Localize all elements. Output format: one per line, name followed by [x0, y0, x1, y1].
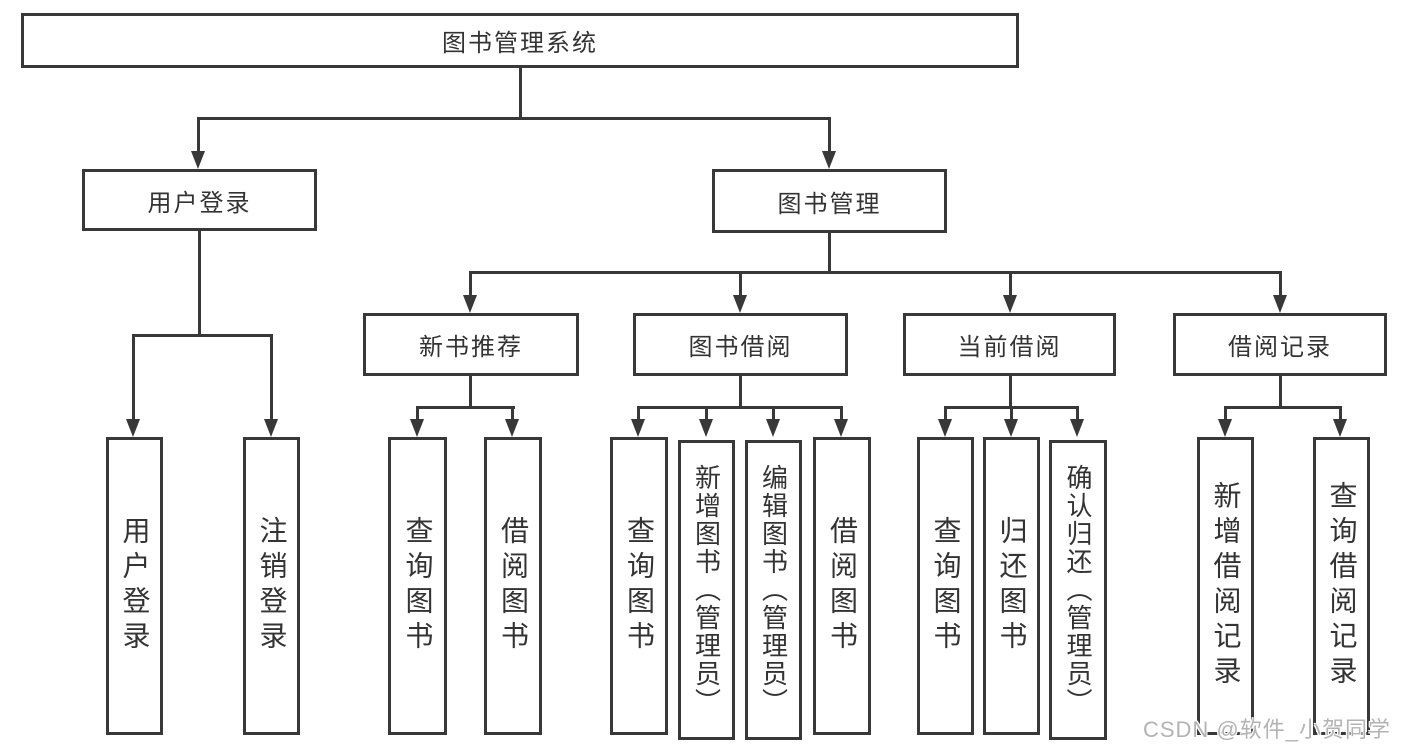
arrow-down-icon	[463, 295, 477, 313]
arrow-down-icon	[1333, 419, 1347, 437]
leaf-confirm-return-label: 确认归还（管理员）	[1063, 464, 1093, 716]
node-book-mgmt: 图书管理	[712, 169, 947, 233]
leaf-query-book-1: 查询图书	[388, 437, 447, 735]
node-borrow-record: 借阅记录	[1173, 313, 1387, 376]
arrow-down-icon	[822, 151, 836, 169]
connector-line	[772, 406, 775, 421]
connector-line	[132, 334, 135, 421]
leaf-edit-book: 编辑图书（管理员）	[745, 440, 802, 740]
connector-line	[469, 376, 472, 408]
arrow-down-icon	[410, 419, 424, 437]
arrow-down-icon	[733, 295, 747, 313]
node-book-borrow: 图书借阅	[633, 313, 848, 376]
arrow-down-icon	[191, 151, 205, 169]
arrow-down-icon	[505, 419, 519, 437]
leaf-borrow-book-2: 借阅图书	[813, 437, 871, 735]
node-current-borrow: 当前借阅	[903, 313, 1116, 376]
leaf-add-book-label: 新增图书（管理员）	[691, 464, 722, 716]
arrow-down-icon	[631, 419, 645, 437]
connector-line	[1279, 376, 1282, 408]
arrow-down-icon	[1273, 295, 1287, 313]
connector-line	[637, 406, 640, 421]
leaf-add-book: 新增图书（管理员）	[678, 440, 735, 740]
connector-line	[1339, 406, 1342, 421]
connector-line	[197, 117, 200, 153]
arrow-down-icon	[1003, 295, 1017, 313]
connector-line	[739, 271, 742, 297]
connector-line	[197, 117, 831, 120]
leaf-query-book-1-label: 查询图书	[402, 516, 434, 656]
connector-line	[944, 406, 947, 421]
connector-line	[840, 406, 843, 421]
leaf-borrow-book-1: 借阅图书	[484, 437, 542, 735]
connector-line	[469, 271, 1282, 274]
connector-line	[1009, 271, 1012, 297]
leaf-query-book-3: 查询图书	[917, 437, 974, 735]
node-book-mgmt-label: 图书管理	[777, 190, 882, 218]
leaf-query-book-2: 查询图书	[610, 437, 668, 735]
connector-line	[270, 334, 273, 421]
arrow-down-icon	[766, 419, 780, 437]
connector-line	[1224, 406, 1227, 421]
connector-line	[1009, 376, 1012, 408]
arrow-down-icon	[938, 419, 952, 437]
leaf-return-book-label: 归还图书	[996, 516, 1028, 656]
connector-line	[1010, 406, 1013, 421]
arrow-down-icon	[1218, 419, 1232, 437]
leaf-return-book: 归还图书	[983, 437, 1040, 735]
connector-line	[469, 271, 472, 297]
node-root-label: 图书管理系统	[442, 30, 598, 57]
node-current-borrow-label: 当前借阅	[957, 334, 1062, 361]
connector-line	[637, 406, 843, 409]
leaf-query-book-2-label: 查询图书	[624, 516, 655, 656]
leaf-query-record: 查询借阅记录	[1313, 437, 1370, 735]
arrow-down-icon	[1070, 419, 1084, 437]
connector-line	[198, 231, 201, 336]
node-new-book-rec-label: 新书推荐	[419, 334, 523, 361]
connector-line	[1076, 406, 1079, 421]
leaf-borrow-book-2-label: 借阅图书	[827, 516, 858, 656]
arrow-down-icon	[126, 419, 140, 437]
leaf-query-record-label: 查询借阅记录	[1326, 481, 1358, 691]
connector-line	[1224, 406, 1342, 409]
connector-line	[511, 406, 514, 421]
node-user-login-label: 用户登录	[147, 189, 252, 217]
node-book-borrow-label: 图书借阅	[688, 334, 793, 361]
connector-line	[416, 406, 419, 421]
node-borrow-record-label: 借阅记录	[1228, 334, 1332, 361]
leaf-user-login-label: 用户登录	[119, 516, 151, 656]
leaf-add-record: 新增借阅记录	[1197, 437, 1254, 735]
node-new-book-rec: 新书推荐	[363, 313, 579, 376]
connector-line	[828, 117, 831, 153]
connector-line	[416, 406, 515, 409]
connector-line	[705, 406, 708, 421]
node-user-login: 用户登录	[82, 169, 317, 231]
leaf-borrow-book-1-label: 借阅图书	[498, 516, 529, 656]
connector-line	[132, 334, 273, 337]
csdn-watermark: CSDN @软件_小贺同学	[1142, 717, 1391, 742]
leaf-edit-book-label: 编辑图书（管理员）	[758, 464, 789, 716]
leaf-logout-label: 注销登录	[256, 516, 288, 656]
connector-line	[519, 68, 522, 118]
arrow-down-icon	[834, 419, 848, 437]
connector-line	[828, 233, 831, 273]
leaf-user-login: 用户登录	[106, 437, 163, 735]
connector-line	[739, 376, 742, 408]
leaf-confirm-return: 确认归还（管理员）	[1049, 440, 1107, 740]
leaf-logout: 注销登录	[243, 437, 300, 735]
node-root: 图书管理系统	[21, 13, 1019, 68]
leaf-query-book-3-label: 查询图书	[930, 516, 962, 656]
arrow-down-icon	[264, 419, 278, 437]
arrow-down-icon	[699, 419, 713, 437]
leaf-add-record-label: 新增借阅记录	[1210, 481, 1242, 691]
arrow-down-icon	[1004, 419, 1018, 437]
connector-line	[1279, 271, 1282, 297]
